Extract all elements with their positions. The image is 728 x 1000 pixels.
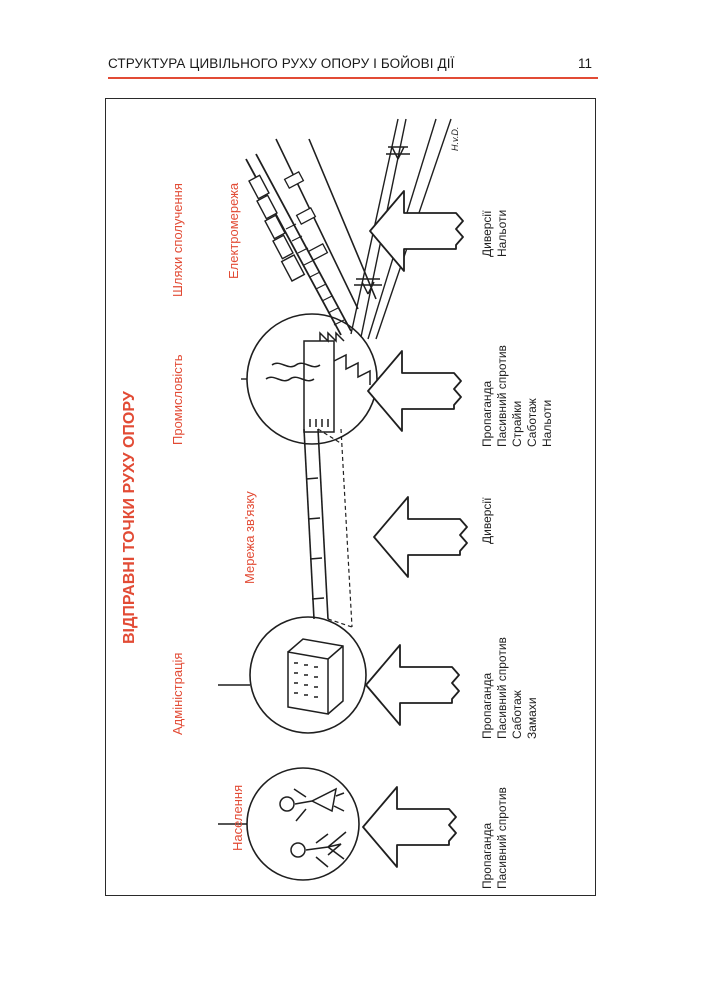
- administration-action-4: Замахи: [525, 697, 539, 739]
- communication-network-label: Мережа зв'язку: [242, 491, 257, 584]
- population-action-arrow: [362, 786, 457, 868]
- factory-icon: [265, 331, 371, 433]
- administration-label: Адміністрація: [170, 653, 185, 735]
- people-icon: [279, 787, 347, 868]
- office-building-icon: [287, 638, 344, 715]
- communication-actions: Диверсії: [480, 497, 494, 544]
- resistance-diagram: ВІДПРАВНІ ТОЧКИ РУХУ ОПОРУ Населення Про…: [121, 118, 554, 889]
- administration-action-1: Пропаганда: [480, 672, 494, 739]
- administration-action-2: Пасивний спротив: [495, 637, 509, 739]
- industry-action-1: Пропаганда: [480, 380, 494, 447]
- population-actions: Пропаганда Пасивний спротив: [480, 787, 509, 889]
- power-grid-actions: Диверсії Нальоти: [480, 210, 509, 257]
- population-label: Населення: [230, 785, 245, 851]
- figure-title: ВІДПРАВНІ ТОЧКИ РУХУ ОПОРУ: [121, 390, 138, 644]
- header-title: СТРУКТУРА ЦИВІЛЬНОГО РУХУ ОПОРУ І БОЙОВІ…: [108, 56, 455, 71]
- industry-action-2: Пасивний спротив: [495, 345, 509, 447]
- power-grid-label: Електромережа: [226, 182, 241, 279]
- administration-actions: Пропаганда Пасивний спротив Саботаж Зама…: [480, 637, 539, 739]
- industry-action-3: Страйки: [510, 401, 524, 447]
- population-circle: [246, 767, 360, 881]
- administration-circle: [249, 616, 367, 734]
- population-action-1: Пропаганда: [480, 822, 494, 889]
- industry-action-4: Саботаж: [525, 398, 539, 447]
- vehicles-icon: [283, 170, 329, 262]
- running-header: СТРУКТУРА ЦИВІЛЬНОГО РУХУ ОПОРУ І БОЙОВІ…: [108, 56, 598, 78]
- train-icon: [248, 174, 306, 282]
- industry-label: Промисловість: [170, 354, 185, 445]
- administration-action-arrow: [365, 644, 460, 726]
- resistance-diagram-frame: ВІДПРАВНІ ТОЧКИ РУХУ ОПОРУ Населення Про…: [105, 98, 596, 896]
- industry-action-arrow: [367, 350, 462, 432]
- industry-circle: [246, 313, 378, 445]
- population-action-2: Пасивний спротив: [495, 787, 509, 889]
- page-number: 11: [577, 56, 592, 71]
- communication-action-arrow: [373, 496, 468, 578]
- industry-actions: Пропаганда Пасивний спротив Страйки Сабо…: [480, 345, 554, 447]
- industry-action-5: Нальоти: [540, 400, 554, 447]
- header-rule: [108, 77, 598, 79]
- communication-action-1: Диверсії: [480, 497, 494, 544]
- administration-action-3: Саботаж: [510, 690, 524, 739]
- power-grid-action-1: Диверсії: [480, 210, 494, 257]
- communication-network-cable: [303, 428, 353, 628]
- pylon-icon: [354, 146, 410, 295]
- power-grid-action-arrow: [369, 190, 464, 272]
- transport-routes-label: Шляхи сполучення: [170, 183, 185, 297]
- power-grid-action-2: Нальоти: [495, 210, 509, 257]
- artist-signature: Н.v.D.: [450, 127, 460, 151]
